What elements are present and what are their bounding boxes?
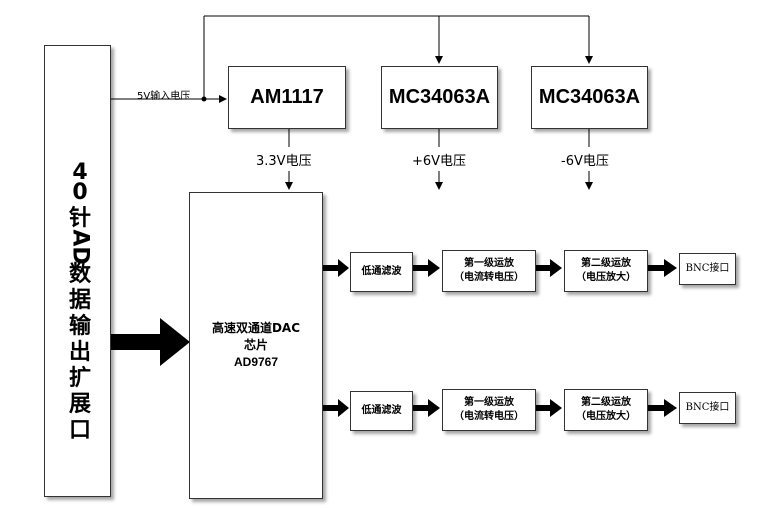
bnc-label: BNC接口 xyxy=(685,402,730,413)
amp-sublabel: （电流转电压） xyxy=(454,411,524,422)
output-voltage-label: 3.3V电压 xyxy=(256,154,312,169)
bnc-output-ch2: BNC接口 xyxy=(679,392,736,424)
amp-sublabel: （电压放大） xyxy=(576,411,636,422)
output-voltage-label: +6V电压 xyxy=(412,154,467,169)
filter2-to-amp1-arrow xyxy=(413,399,440,417)
regulator-name: AM1117 xyxy=(250,86,324,108)
connector-char: AD xyxy=(68,229,94,265)
connector-char: 口 xyxy=(68,418,91,443)
regulator-name: MC34063A xyxy=(388,86,491,108)
filter-label: 低通滤波 xyxy=(361,266,402,277)
first-stage-amp-ch2: 第一级运放 （电流转电压） xyxy=(442,389,536,431)
amp1-to-amp2-arrow-ch1 xyxy=(536,259,562,277)
dac-chip-box: 高速双通道DAC 芯片 AD9767 xyxy=(189,192,323,499)
amp-sublabel: （电流转电压） xyxy=(454,272,524,283)
first-stage-amp-ch1: 第一级运放 （电流转电压） xyxy=(442,250,536,292)
regulator-mc34063a-1: MC34063A xyxy=(381,66,498,129)
connector-char: 扩 xyxy=(68,366,91,391)
connector-char: 展 xyxy=(68,392,91,417)
amp2-to-bnc-arrow-ch1 xyxy=(648,259,677,277)
input-voltage-label: 5V输入电压 xyxy=(137,91,191,102)
connector-box xyxy=(44,45,111,497)
amp-label: 第二级运放 xyxy=(581,397,631,408)
lowpass-filter-ch1: 低通滤波 xyxy=(350,252,413,292)
bnc-output-ch1: BNC接口 xyxy=(679,253,736,285)
dac-model: AD9767 xyxy=(233,355,279,369)
regulator-mc34063a-2: MC34063A xyxy=(531,66,648,129)
dac-title: 高速双通道DAC xyxy=(211,321,301,335)
connector-char: 出 xyxy=(68,340,91,365)
output-voltage-label: -6V电压 xyxy=(561,154,609,169)
connector-char: 数 xyxy=(68,262,91,287)
lowpass-filter-ch2: 低通滤波 xyxy=(350,391,413,431)
connector-label: 4 0 针 AD 数 据 输 出 扩 展 口 xyxy=(63,160,97,444)
dac-to-filter1-arrow xyxy=(323,259,349,277)
dac-to-filter2-arrow xyxy=(323,399,349,417)
connector-char: 据 xyxy=(68,288,91,313)
connector-char: 0 xyxy=(72,180,88,205)
dac-subtitle: 芯片 xyxy=(243,338,268,352)
bnc-label: BNC接口 xyxy=(685,263,730,274)
connector-to-dac-arrow xyxy=(111,318,190,366)
filter-label: 低通滤波 xyxy=(361,405,402,416)
amp-sublabel: （电压放大） xyxy=(576,272,636,283)
amp-label: 第一级运放 xyxy=(464,258,514,269)
amp-label: 第二级运放 xyxy=(581,258,631,269)
connector-char: 4 xyxy=(72,160,88,185)
second-stage-amp-ch1: 第二级运放 （电压放大） xyxy=(564,250,648,292)
amp-label: 第一级运放 xyxy=(464,397,514,408)
regulator-am1117: AM1117 xyxy=(228,66,346,129)
amp1-to-amp2-arrow-ch2 xyxy=(536,399,562,417)
filter1-to-amp1-arrow xyxy=(413,259,440,277)
connector-char: 针 xyxy=(68,206,91,231)
second-stage-amp-ch2: 第二级运放 （电压放大） xyxy=(564,389,648,431)
amp2-to-bnc-arrow-ch2 xyxy=(648,399,677,417)
regulator-name: MC34063A xyxy=(538,86,641,108)
connector-char: 输 xyxy=(68,314,91,339)
